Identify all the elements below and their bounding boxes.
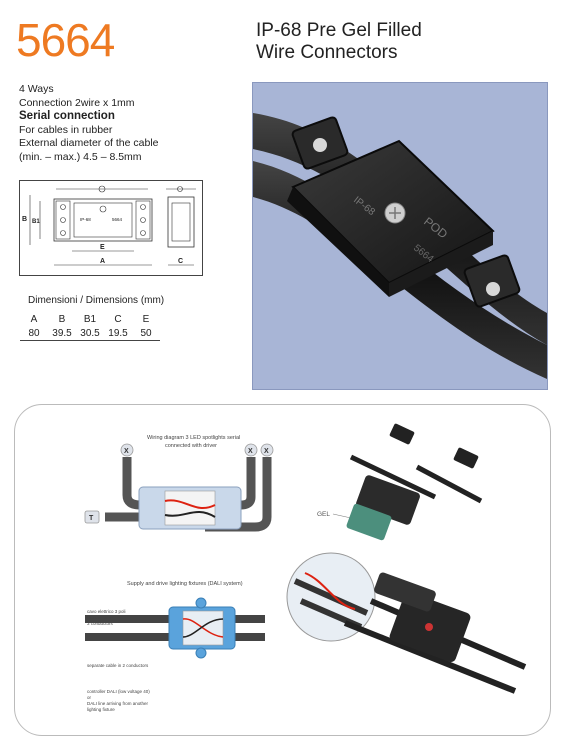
screw-icon (313, 138, 327, 152)
controller-line-1: controller DALI (low voltage 40) (87, 689, 150, 694)
spec-list: 4 Ways Connection 2wire x 1mm Serial con… (19, 83, 159, 164)
dimensions-table: A B B1 C E 80 39.5 30.5 19.5 50 (20, 312, 160, 341)
lamp-marker-label: X (248, 448, 253, 455)
cable (205, 457, 272, 532)
drawing-body-text: IP-68 (80, 217, 91, 222)
controller-line-2: or (87, 695, 92, 700)
gel-label: GEL (317, 511, 330, 518)
spec-diameter-label: External diameter of the cable (19, 137, 159, 149)
dimensions-header-row: A B B1 C E (20, 312, 160, 326)
title-line-2: Wire Connectors (256, 42, 398, 63)
lamp-marker-label: X (264, 448, 269, 455)
lamp-marker-label: X (124, 448, 129, 455)
supply-note-line-2: electric cable (87, 615, 114, 620)
dimension-value: 39.5 (48, 326, 76, 341)
spec-cables: For cables in rubber (19, 123, 113, 136)
dimension-value: 19.5 (104, 326, 132, 341)
wiring-diagram-panel: Wiring diagram 3 LED spotlights serial c… (14, 404, 551, 736)
drawing-label-a: A (100, 258, 105, 265)
title-line-1: IP-68 Pre Gel Filled (256, 20, 422, 41)
product-photo-svg: IP-68 POD 5664 (253, 113, 547, 379)
dimension-value: 30.5 (76, 326, 104, 341)
drawing-body-code: 5664 (112, 217, 123, 222)
wiring-title-line-2: connected with driver (165, 443, 217, 449)
dimension-header: E (142, 313, 150, 325)
cable-clamp-right (463, 254, 521, 308)
supply-note-line-1: cavo elettrico 3 poli (87, 609, 126, 614)
screw-icon (486, 282, 500, 296)
dimension-header: B (58, 313, 66, 325)
spec-diameter-range: (min. – max.) 4.5 – 8.5mm (19, 150, 142, 163)
technical-drawing: IP-68 5664 B B1 E A C (19, 180, 203, 276)
lamp-marker (260, 443, 274, 457)
controller-line-4: lighting fixture (87, 707, 115, 712)
gel-pad (346, 503, 392, 541)
supply-note-line-3: 3 conductors (87, 621, 114, 626)
spec-connection-type: Serial connection (19, 110, 115, 122)
controller-line-3: DALI line arriving from another (87, 701, 149, 706)
dimension-header: B1 (83, 313, 97, 325)
product-photo: IP-68 POD 5664 (252, 82, 548, 390)
wiring-title-line-1: Wiring diagram 3 LED spotlights serial (147, 435, 240, 441)
dimension-value: 50 (132, 326, 160, 341)
connector-housing (356, 475, 420, 525)
drawing-label-c: C (178, 258, 183, 265)
dimensions-value-row: 80 39.5 30.5 19.5 50 (20, 326, 160, 341)
supply-title: Supply and drive lighting fixtures (DALI… (127, 581, 243, 587)
lamp-marker (244, 443, 258, 457)
drawing-label-b: B (22, 216, 27, 223)
spec-ways: 4 Ways (19, 83, 54, 95)
technical-drawing-svg: IP-68 5664 B B1 E A C (22, 185, 196, 266)
dimensions-title: Dimensioni / Dimensions (mm) (28, 295, 165, 306)
product-title: IP-68 Pre Gel Filled Wire Connectors (256, 20, 422, 64)
spec-connection: Connection 2wire x 1mm (19, 96, 135, 109)
drawing-label-e: E (100, 244, 105, 251)
separate-cable-note: separate cable in 2 conductors (87, 663, 149, 668)
driver-marker (84, 510, 100, 524)
driver-marker-label: T (89, 515, 94, 522)
model-number: 5664 (16, 14, 115, 66)
lamp-marker (120, 443, 134, 457)
dimension-header: C (114, 313, 122, 325)
dimension-header: A (30, 313, 38, 325)
drawing-label-b1: B1 (32, 219, 40, 225)
dimension-value: 80 (20, 326, 48, 341)
wiring-diagram-svg: Wiring diagram 3 LED spotlights serial c… (84, 423, 527, 712)
